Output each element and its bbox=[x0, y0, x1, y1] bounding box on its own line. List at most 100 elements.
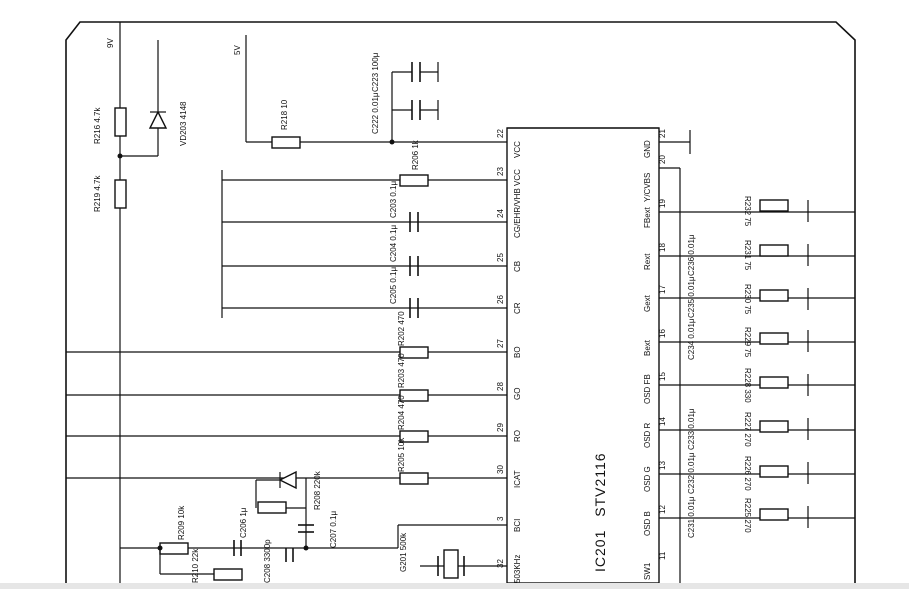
pin-num-30: 30 bbox=[496, 465, 505, 474]
pin-25: 25 CB bbox=[222, 253, 522, 272]
resistor-r228 bbox=[759, 376, 789, 389]
label-r225: R225 270 bbox=[743, 498, 752, 533]
resistor-r205 bbox=[399, 472, 429, 485]
label-c234: C234 0.01μ bbox=[687, 318, 696, 360]
label-r206: R206 1k bbox=[411, 139, 420, 170]
pin-27: 27 BO bbox=[66, 339, 522, 358]
label-5v: 5V bbox=[233, 45, 242, 55]
resistor-r208 bbox=[257, 501, 287, 514]
resistor-r229 bbox=[759, 332, 789, 345]
pin-name-15: OSD FB bbox=[643, 374, 652, 404]
label-9v: 9V bbox=[106, 38, 115, 48]
pin-name-24: CG/EHR/VHB bbox=[513, 188, 522, 238]
label-c235: C235 0.01μ bbox=[687, 276, 696, 318]
pin-name-21: GND bbox=[643, 140, 652, 158]
label-r218: R218 10 bbox=[280, 99, 289, 130]
resistor-r231 bbox=[759, 244, 789, 257]
pin-18: 18 Rext bbox=[643, 243, 855, 270]
pin-name-32: 503KHz bbox=[513, 555, 522, 583]
right-resistors bbox=[759, 199, 789, 521]
crystal-g201 bbox=[443, 549, 459, 579]
pin-name-26: CR bbox=[513, 302, 522, 314]
pin-num-19: 19 bbox=[658, 199, 667, 208]
pin-16: 16 Bext bbox=[643, 329, 855, 356]
pin-num-18: 18 bbox=[658, 243, 667, 252]
resistor-r230 bbox=[759, 289, 789, 302]
pin-24: 24 CG/EHR/VHB bbox=[222, 188, 522, 238]
pin-28: 28 GO bbox=[66, 382, 522, 400]
pin-num-24: 24 bbox=[496, 209, 505, 218]
label-r210: R210 22k bbox=[191, 548, 200, 583]
label-r231: R231 75 bbox=[743, 240, 752, 271]
resistor-r206 bbox=[399, 174, 429, 187]
label-c205: C205 0.1μ bbox=[389, 267, 398, 304]
label-c236: C236 0.01μ bbox=[687, 234, 696, 276]
resistor-r209 bbox=[159, 542, 189, 555]
label-r227: R227 270 bbox=[743, 412, 752, 447]
label-r203: R203 470 bbox=[397, 353, 406, 388]
pin-num-3: 3 bbox=[496, 516, 505, 521]
label-c232: C232 0.01μ bbox=[687, 452, 696, 494]
pin-name-3: BCI bbox=[513, 519, 522, 532]
pin-name-22: VCC bbox=[513, 141, 522, 158]
pin-name-16: Bext bbox=[643, 339, 652, 356]
pin-num-22: 22 bbox=[496, 129, 505, 138]
label-r230: R230 75 bbox=[743, 284, 752, 315]
label-c208: C208 3300p bbox=[263, 539, 272, 583]
pin-name-25: CB bbox=[513, 261, 522, 272]
pin-21: 21 GND bbox=[643, 129, 691, 158]
label-c231: C231 0.01μ bbox=[687, 496, 696, 538]
pin-name-30: ICAT bbox=[513, 470, 522, 488]
label-r205: R205 10k bbox=[397, 437, 406, 472]
pin-15: 15 OSD FB bbox=[643, 372, 855, 404]
pin-num-25: 25 bbox=[496, 253, 505, 262]
label-c223: C223 100μ bbox=[371, 52, 380, 92]
resistor-r232 bbox=[759, 199, 789, 212]
label-c233: C233 0.01μ bbox=[687, 408, 696, 450]
resistor-r216 bbox=[114, 107, 127, 137]
pin-name-17: Gext bbox=[643, 294, 652, 312]
pin-num-23: 23 bbox=[496, 167, 505, 176]
ic-part: STV2116 bbox=[592, 452, 608, 516]
pin-23: 23 VCC bbox=[222, 167, 522, 186]
pin-num-20: 20 bbox=[658, 155, 667, 164]
resistor-r210 bbox=[213, 568, 243, 581]
pin-20: 20 Y/CVBS bbox=[643, 155, 681, 583]
pin-name-23: VCC bbox=[513, 169, 522, 186]
pin-num-15: 15 bbox=[658, 372, 667, 381]
pin-num-27: 27 bbox=[496, 339, 505, 348]
resistor-r225 bbox=[759, 508, 789, 521]
pin-26: 26 CR bbox=[222, 295, 522, 314]
pin-num-14: 14 bbox=[658, 417, 667, 426]
label-c222: C222 0.01μ bbox=[371, 92, 380, 134]
frame-border bbox=[65, 21, 856, 583]
label-r232: R232 75 bbox=[743, 196, 752, 227]
pin-name-12: OSD B bbox=[643, 511, 652, 536]
pin-19: 19 FBext bbox=[643, 199, 855, 228]
label-r228: R228 330 bbox=[743, 368, 752, 403]
pin-17: 17 Gext bbox=[643, 285, 855, 312]
pin-13: 13 OSD G bbox=[643, 461, 855, 492]
label-r226: R226 270 bbox=[743, 456, 752, 491]
pin-32: 32 503KHz bbox=[496, 555, 522, 583]
pin-num-28: 28 bbox=[496, 382, 505, 391]
label-r216: R216 4.7k bbox=[93, 107, 102, 144]
pin-12: 12 OSD B bbox=[643, 505, 855, 536]
diode-icat bbox=[278, 470, 297, 490]
label-vd203: VD203 4148 bbox=[179, 101, 188, 146]
pin-name-27: BO bbox=[513, 346, 522, 358]
pin-14: 14 OSD R bbox=[643, 417, 855, 448]
resistor-r202 bbox=[399, 346, 429, 359]
ic-label: IC201 STV2116 bbox=[592, 452, 608, 572]
label-r229: R229 75 bbox=[743, 327, 752, 358]
resistor-r218 bbox=[271, 136, 301, 149]
label-c207: C207 0.1μ bbox=[329, 511, 338, 548]
diode-vd203 bbox=[148, 110, 168, 129]
label-c204: C204 0.1μ bbox=[389, 225, 398, 262]
pin-num-26: 26 bbox=[496, 295, 505, 304]
pin-num-13: 13 bbox=[658, 461, 667, 470]
pin-num-29: 29 bbox=[496, 423, 505, 432]
resistor-r203 bbox=[399, 389, 429, 402]
pin-29: 29 RO bbox=[66, 423, 522, 442]
pin-name-20: Y/CVBS bbox=[643, 173, 652, 202]
